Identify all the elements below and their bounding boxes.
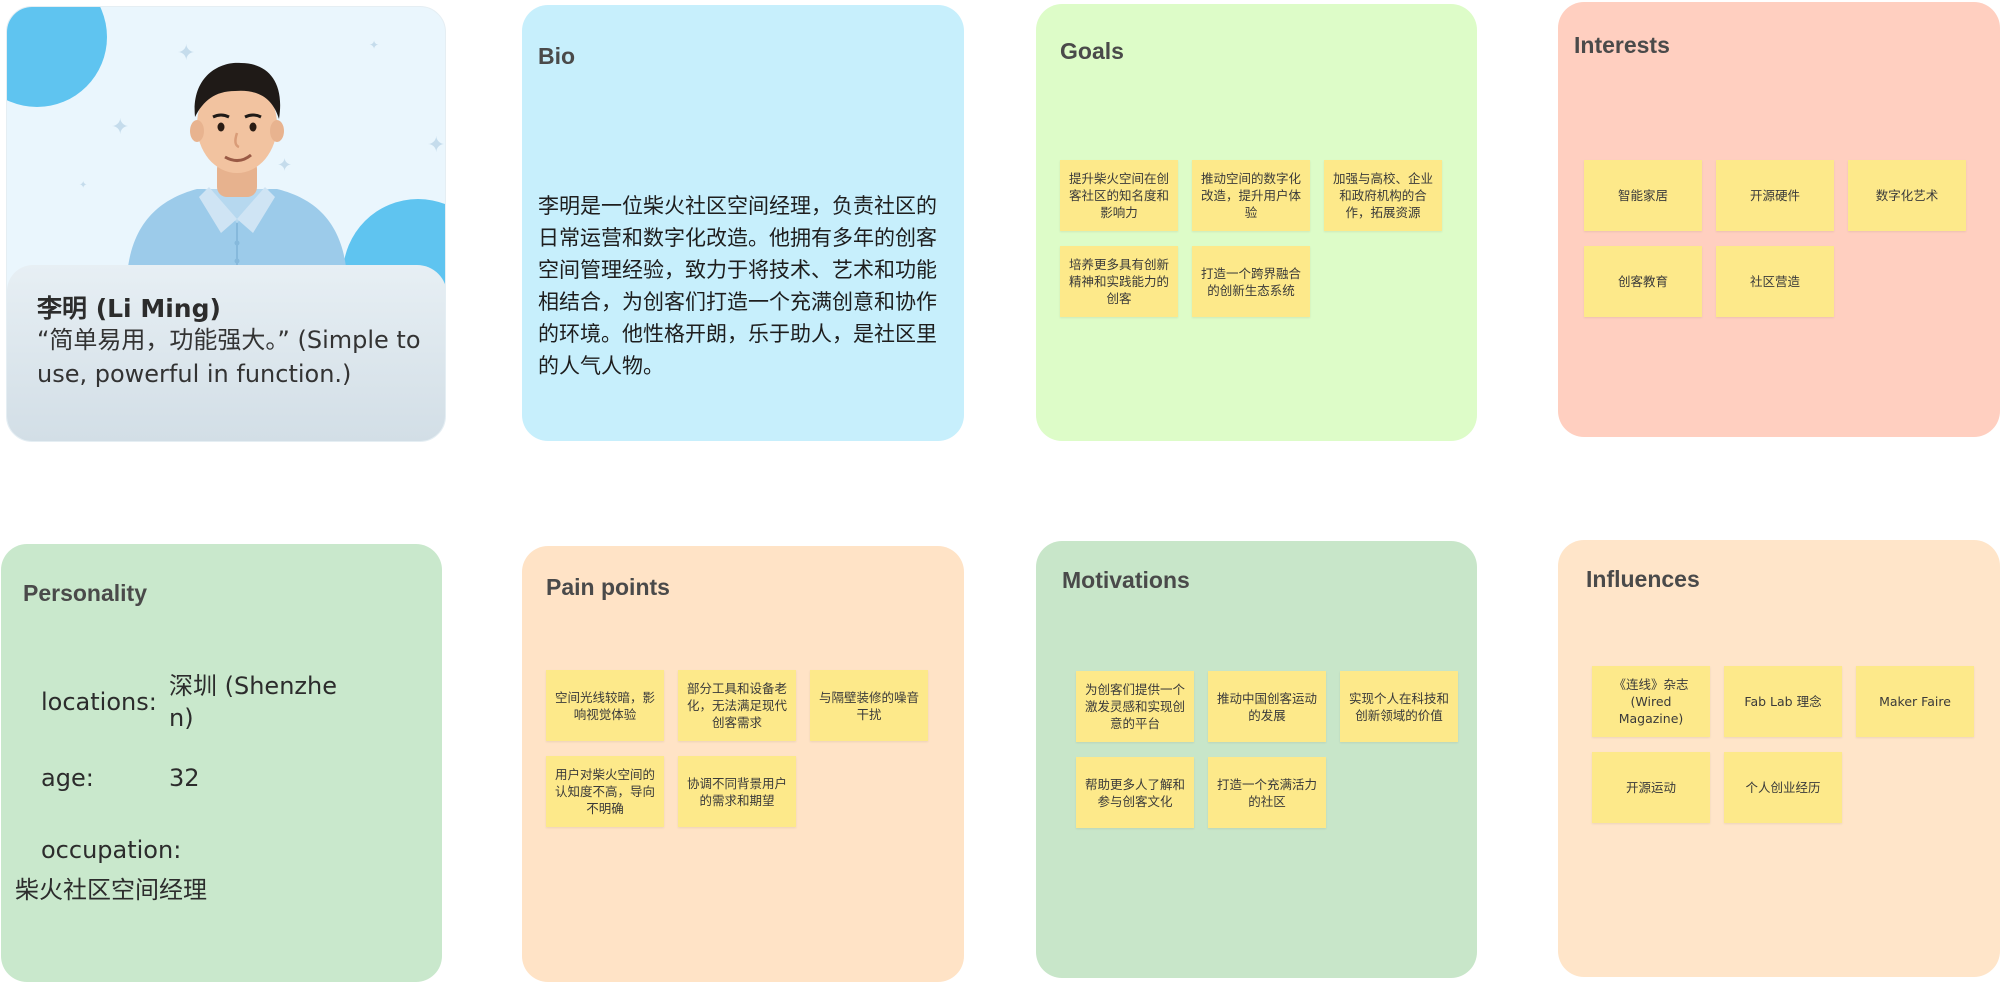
bio-card: Bio 李明是一位柴火社区空间经理，负责社区的日常运营和数字化改造。他拥有多年的…: [522, 5, 964, 441]
sticky-note[interactable]: 空间光线较暗，影响视觉体验: [546, 670, 664, 741]
location-label: locations:: [41, 688, 157, 716]
interests-card: Interests 智能家居 开源硬件 数字化艺术 创客教育 社区营造: [1558, 2, 2000, 437]
sparkle-icon: ✦: [277, 155, 293, 176]
sticky-note[interactable]: 帮助更多人了解和参与创客文化: [1076, 757, 1194, 828]
decorative-circle: [7, 7, 107, 107]
sticky-note[interactable]: 推动中国创客运动的发展: [1208, 671, 1326, 742]
sticky-note[interactable]: 与隔壁装修的噪音干扰: [810, 670, 928, 741]
sticky-note[interactable]: 提升柴火空间在创客社区的知名度和影响力: [1060, 160, 1178, 231]
motivations-card: Motivations 为创客们提供一个激发灵感和实现创意的平台 推动中国创客运…: [1036, 541, 1477, 978]
sticky-note[interactable]: 《连线》杂志 (Wired Magazine): [1592, 666, 1710, 737]
pain-points-title: Pain points: [546, 574, 670, 600]
motivations-title: Motivations: [1062, 567, 1190, 593]
sparkle-icon: ✦: [177, 41, 196, 66]
sticky-note[interactable]: 部分工具和设备老化，无法满足现代创客需求: [678, 670, 796, 741]
pain-points-card: Pain points 空间光线较暗，影响视觉体验 部分工具和设备老化，无法满足…: [522, 546, 964, 982]
influences-card: Influences 《连线》杂志 (Wired Magazine) Fab L…: [1558, 540, 2000, 977]
sticky-note[interactable]: 加强与高校、企业和政府机构的合作，拓展资源: [1324, 160, 1442, 231]
sticky-note[interactable]: Maker Faire: [1856, 666, 1974, 737]
goals-card: Goals 提升柴火空间在创客社区的知名度和影响力 推动空间的数字化改造，提升用…: [1036, 4, 1477, 441]
sticky-note[interactable]: 个人创业经历: [1724, 752, 1842, 823]
sticky-note[interactable]: 智能家居: [1584, 160, 1702, 231]
sticky-note[interactable]: 培养更多具有创新精神和实践能力的创客: [1060, 246, 1178, 317]
profile-card: ✦ ✦ ✦ ✦ ✦ ✦ 李明 (Li Ming) “简单易用，功能强大。” (S…: [6, 6, 446, 442]
occupation-value: 柴火社区空间经理: [15, 876, 207, 904]
sticky-note[interactable]: 协调不同背景用户的需求和期望: [678, 756, 796, 827]
personality-card: Personality locations: 深圳 (Shenzhen) age…: [1, 544, 442, 982]
persona-quote: “简单易用，功能强大。” (Simple to use, powerful in…: [37, 326, 421, 388]
interests-title: Interests: [1574, 32, 1670, 58]
interests-sticky-list: 智能家居 开源硬件 数字化艺术 创客教育 社区营造: [1584, 160, 1966, 317]
sticky-note[interactable]: 数字化艺术: [1848, 160, 1966, 231]
goals-title: Goals: [1060, 38, 1124, 64]
sticky-note[interactable]: 开源运动: [1592, 752, 1710, 823]
sticky-note[interactable]: Fab Lab 理念: [1724, 666, 1842, 737]
age-value: 32: [169, 764, 200, 792]
avatar: [127, 62, 347, 277]
location-value: 深圳 (Shenzhen): [169, 672, 337, 732]
motivations-sticky-list: 为创客们提供一个激发灵感和实现创意的平台 推动中国创客运动的发展 实现个人在科技…: [1076, 671, 1458, 828]
occupation-label: occupation:: [41, 836, 182, 864]
sticky-note[interactable]: 创客教育: [1584, 246, 1702, 317]
sparkle-icon: ✦: [427, 133, 446, 158]
age-label: age:: [41, 764, 94, 792]
sparkle-icon: ✦: [79, 180, 88, 191]
profile-info-panel: [7, 265, 445, 441]
sticky-note[interactable]: 打造一个充满活力的社区: [1208, 757, 1326, 828]
sticky-note[interactable]: 实现个人在科技和创新领域的价值: [1340, 671, 1458, 742]
sticky-note[interactable]: 打造一个跨界融合的创新生态系统: [1192, 246, 1310, 317]
sparkle-icon: ✦: [111, 115, 130, 140]
sticky-note[interactable]: 用户对柴火空间的认知度不高，导向不明确: [546, 756, 664, 827]
sticky-note[interactable]: 推动空间的数字化改造，提升用户体验: [1192, 160, 1310, 231]
sticky-note[interactable]: 为创客们提供一个激发灵感和实现创意的平台: [1076, 671, 1194, 742]
goals-sticky-list: 提升柴火空间在创客社区的知名度和影响力 推动空间的数字化改造，提升用户体验 加强…: [1060, 160, 1442, 317]
sparkle-icon: ✦: [369, 38, 380, 52]
sticky-note[interactable]: 社区营造: [1716, 246, 1834, 317]
bio-title: Bio: [538, 43, 576, 69]
sticky-note[interactable]: 开源硬件: [1716, 160, 1834, 231]
personality-title: Personality: [23, 580, 147, 606]
pain-points-sticky-list: 空间光线较暗，影响视觉体验 部分工具和设备老化，无法满足现代创客需求 与隔壁装修…: [546, 670, 928, 827]
influences-title: Influences: [1586, 566, 1700, 592]
bio-text: 李明是一位柴火社区空间经理，负责社区的日常运营和数字化改造。他拥有多年的创客空间…: [538, 194, 937, 378]
influences-sticky-list: 《连线》杂志 (Wired Magazine) Fab Lab 理念 Maker…: [1592, 666, 1974, 823]
persona-name: 李明 (Li Ming): [37, 294, 221, 323]
